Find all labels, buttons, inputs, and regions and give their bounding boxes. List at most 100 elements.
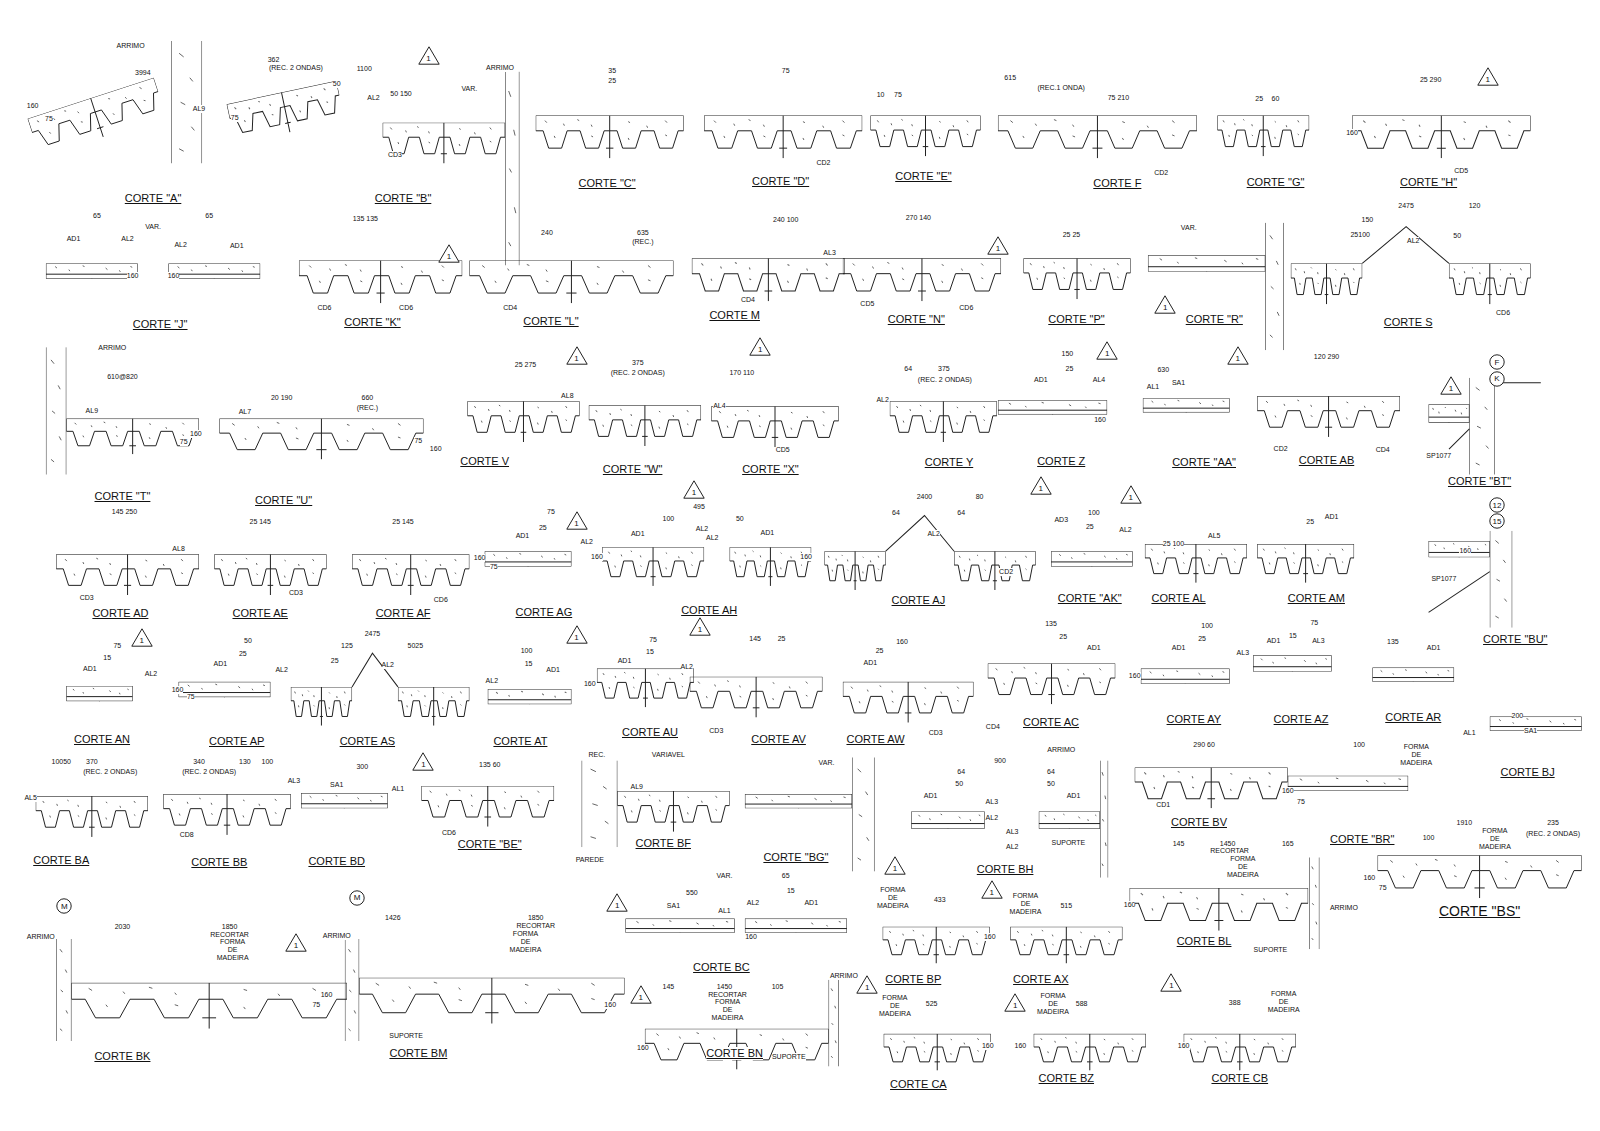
- dimension-label: SUPORTE: [389, 1032, 423, 1040]
- dimension-label: 100: [1088, 509, 1100, 517]
- marker-text: 1: [683, 480, 705, 497]
- dimension-label: 25: [1198, 635, 1206, 643]
- dimension-label: 615: [1004, 74, 1016, 82]
- dimension-label: 160: [896, 638, 908, 646]
- dimension-label: 150: [1062, 350, 1074, 358]
- dimension-label: 165: [1282, 840, 1294, 848]
- dimension-label: AL9: [86, 407, 98, 415]
- marker-text: 1: [630, 985, 652, 1002]
- dimension-label: CD5: [1454, 167, 1468, 175]
- dimension-label: AL2: [121, 235, 133, 243]
- dimension-label: AD1: [761, 529, 775, 537]
- section-title: CORTE AE: [232, 607, 287, 620]
- revision-triangle: 1: [412, 752, 434, 771]
- dimension-label: 64: [904, 365, 912, 373]
- section-title: CORTE "BS": [1439, 903, 1520, 919]
- dimension-label: AD1: [83, 665, 97, 673]
- revision-triangle: 1: [987, 236, 1009, 255]
- section-title: CORTE AT: [493, 735, 547, 748]
- dimension-label: VAR.: [819, 759, 835, 767]
- dimension-label: SUPORTE: [1052, 839, 1086, 847]
- dimension-label: 270 140: [906, 214, 931, 222]
- section-title: CORTE "K": [344, 316, 401, 329]
- dimension-label: 25 275: [515, 361, 536, 369]
- dimension-label: ARRIMO: [1330, 904, 1358, 912]
- section-title: CORTE "W": [603, 463, 663, 476]
- marker-text: F: [1489, 354, 1505, 367]
- dimension-label: 160: [1015, 1042, 1027, 1050]
- dimension-label: ARRIMO: [27, 933, 55, 941]
- marker-text: 1: [1154, 295, 1176, 312]
- dimension-label: 160: [1094, 416, 1106, 424]
- dimension-label: 160: [430, 445, 442, 453]
- dimension-label: AL2: [876, 396, 888, 404]
- dimension-label: 15: [103, 654, 111, 662]
- dimension-label: FORMA DE MADEIRA: [1478, 827, 1513, 851]
- section-title: CORTE "L": [523, 315, 578, 328]
- section-title: CORTE "B": [375, 192, 432, 205]
- marker-text: 1: [1160, 973, 1182, 990]
- dimension-label: AL2: [145, 670, 157, 678]
- dimension-label: 135 60: [479, 761, 500, 769]
- dimension-label: REC.: [589, 751, 606, 759]
- dimension-label: SUPORTE: [1254, 946, 1288, 954]
- section-title: CORTE AH: [681, 604, 737, 617]
- dimension-label: 120 290: [1314, 353, 1339, 361]
- dimension-label: 240: [541, 229, 553, 237]
- dimension-label: 130: [239, 758, 251, 766]
- section-title: CORTE BJ: [1500, 766, 1554, 779]
- dimension-label: 120: [1469, 202, 1481, 210]
- section-title: CORTE BB: [191, 856, 247, 869]
- dimension-label: 2030: [115, 923, 131, 931]
- dimension-label: AD1: [1067, 792, 1081, 800]
- dimension-label: 388: [1229, 999, 1241, 1007]
- dimension-label: VAR.: [1181, 224, 1197, 232]
- dimension-label: SA1: [330, 781, 343, 789]
- dimension-label: CD1: [1156, 801, 1170, 809]
- revision-triangle: 1: [689, 617, 711, 636]
- section-title: CORTE "H": [1400, 176, 1457, 189]
- dimension-label: AL5: [24, 794, 36, 802]
- section-title: CORTE S: [1384, 316, 1433, 329]
- dimension-label: ARRIMO: [98, 344, 126, 352]
- section-title: CORTE "J": [133, 318, 188, 331]
- revision-triangle: 1: [1477, 67, 1499, 86]
- dimension-label: 200: [1512, 712, 1524, 720]
- dimension-label: 65: [205, 212, 213, 220]
- dimension-label: AD1: [67, 235, 81, 243]
- dimension-label: AD1: [1267, 637, 1281, 645]
- marker-text: 1: [1030, 476, 1052, 493]
- dimension-label: AL3: [986, 798, 998, 806]
- dimension-label: 135: [1045, 620, 1057, 628]
- dimension-label: AL2: [486, 677, 498, 685]
- section-title: CORTE "BG": [763, 851, 828, 864]
- section-title: CORTE BP: [885, 973, 941, 986]
- dimension-label: FORMA DE MADEIRA: [1226, 855, 1261, 879]
- dimension-label: 900: [994, 757, 1006, 765]
- dimension-label: 300: [356, 763, 368, 771]
- section-title: CORTE BN: [706, 1047, 763, 1060]
- dimension-label: AD1: [1034, 376, 1048, 384]
- dimension-label: CD2: [999, 568, 1013, 576]
- section-title: CORTE "G": [1247, 176, 1305, 189]
- dimension-label: FORMA DE MADEIRA: [1008, 892, 1043, 916]
- dimension-label: 50: [1047, 780, 1055, 788]
- dimension-label: AL2: [681, 663, 693, 671]
- dimension-label: AL9: [193, 105, 205, 113]
- section-title: CORTE AR: [1385, 711, 1441, 724]
- dimension-label: 495: [693, 503, 705, 511]
- section-title: CORTE AN: [74, 733, 130, 746]
- dimension-label: (REC. 2 ONDAS): [83, 768, 137, 776]
- dimension-label: (REC. 2 ONDAS): [611, 369, 665, 377]
- section-title: CORTE "P": [1048, 313, 1105, 326]
- dimension-label: 515: [1060, 902, 1072, 910]
- marker-text: 1: [606, 893, 628, 910]
- dimension-label: 135 135: [353, 215, 378, 223]
- dimension-label: VARIAVEL: [652, 751, 685, 759]
- dimension-label: (REC.1 ONDA): [1037, 84, 1084, 92]
- marker-text: 12: [1489, 497, 1505, 510]
- dimension-label: 65: [93, 212, 101, 220]
- revision-triangle: 1: [630, 985, 652, 1004]
- dimension-label: CD6: [959, 304, 973, 312]
- dimension-label: FORMA DE MADEIRA: [1036, 992, 1071, 1016]
